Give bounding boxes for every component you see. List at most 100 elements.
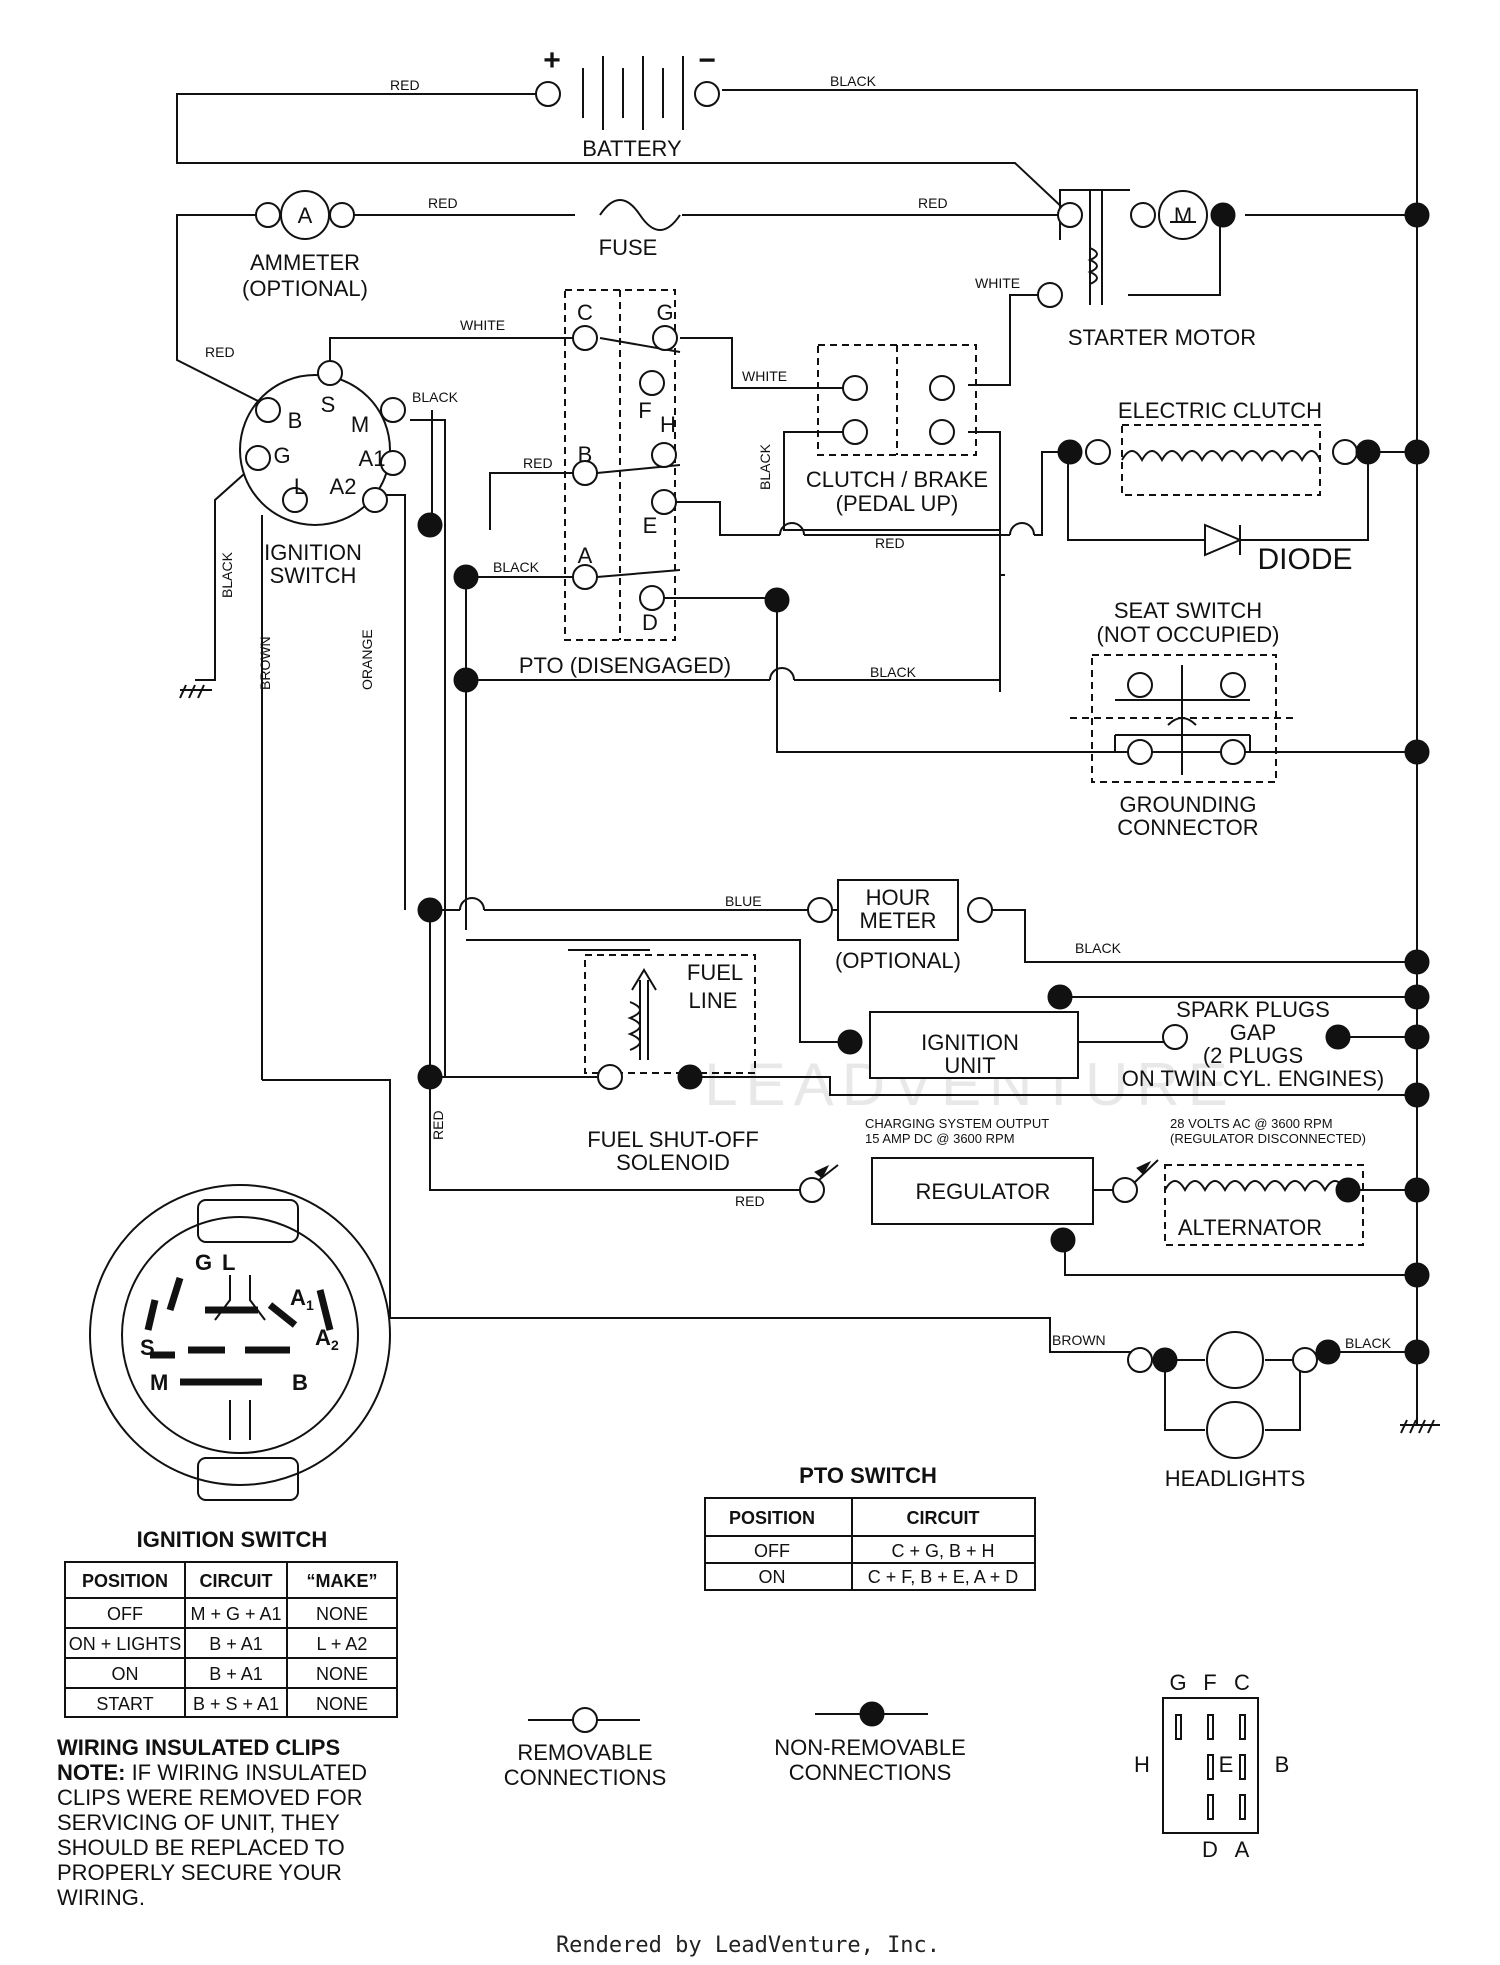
ign-terminal-a2: A2 — [330, 474, 357, 499]
wire-label-white: WHITE — [460, 317, 505, 333]
legend-non-removable: NON-REMOVABLE — [774, 1735, 966, 1760]
footer-credit: Rendered by LeadVenture, Inc. — [556, 1933, 940, 1958]
pto-table-cell: C + F, B + E, A + D — [868, 1567, 1019, 1587]
charging-output-label: 15 AMP DC @ 3600 RPM — [865, 1131, 1015, 1146]
ammeter-optional-label: (OPTIONAL) — [242, 276, 368, 301]
fuel-line-label: LINE — [689, 988, 738, 1013]
ign-terminal-g: G — [273, 443, 290, 468]
ignition-table-cell: L + A2 — [317, 1634, 368, 1654]
ignition-table-cell: NONE — [316, 1694, 368, 1714]
ignition-table-header: “MAKE” — [307, 1571, 378, 1591]
battery-minus-sign: − — [698, 44, 716, 77]
wire-label-black: BLACK — [412, 389, 459, 405]
charging-output-label: CHARGING SYSTEM OUTPUT — [865, 1116, 1049, 1131]
wire-label-red: RED — [428, 195, 458, 211]
wires — [176, 89, 1440, 1434]
wire-label-red: RED — [523, 455, 553, 471]
ignition-table-cell: NONE — [316, 1664, 368, 1684]
fuse-label: FUSE — [599, 235, 658, 260]
grounding-label: GROUNDING — [1120, 792, 1257, 817]
diode-label: DIODE — [1257, 543, 1352, 576]
pto-terminal-c: C — [577, 300, 593, 325]
ignition-table-cell: OFF — [107, 1604, 143, 1624]
regulator-label: REGULATOR — [916, 1179, 1051, 1204]
wire-label-white: WHITE — [975, 275, 1020, 291]
alternator-label: ALTERNATOR — [1178, 1215, 1322, 1240]
legend-removable: CONNECTIONS — [504, 1765, 667, 1790]
wire-label-red: RED — [390, 77, 420, 93]
non-removable-connection-symbol — [859, 1701, 885, 1727]
wire-color-labels: RED BLACK RED RED WHITE RED WHITE BLACK … — [205, 73, 1392, 1351]
pto-face-b: B — [1275, 1752, 1290, 1777]
wire-label-red: RED — [735, 1193, 765, 1209]
face-label-a2: A — [315, 1325, 331, 1350]
note-line-2: CLIPS WERE REMOVED FOR — [57, 1785, 363, 1810]
ign-terminal-a1: A1 — [359, 446, 386, 471]
clutch-brake-label: CLUTCH / BRAKE — [806, 467, 988, 492]
ignition-table-title: IGNITION SWITCH — [137, 1527, 328, 1552]
face-label-g: G — [195, 1250, 212, 1275]
connection-legend: REMOVABLE CONNECTIONS NON-REMOVABLE CONN… — [504, 1701, 966, 1790]
pto-table-cell: OFF — [754, 1541, 790, 1561]
face-label-s: S — [140, 1335, 155, 1360]
ignition-table-cell: START — [96, 1694, 153, 1714]
hour-meter-label: METER — [860, 908, 937, 933]
face-label-a2-sub: 2 — [331, 1337, 339, 1353]
spark-plugs-label: GAP — [1230, 1020, 1276, 1045]
ignition-table-cell: B + A1 — [209, 1664, 263, 1684]
pto-table-header: POSITION — [729, 1508, 815, 1528]
wire-label-red: RED — [205, 344, 235, 360]
ignition-table-cell: NONE — [316, 1604, 368, 1624]
ignition-table-cell: ON — [112, 1664, 139, 1684]
legend-non-removable: CONNECTIONS — [789, 1760, 952, 1785]
pto-face-e: E — [1219, 1752, 1234, 1777]
note-line-4: SHOULD BE REPLACED TO — [57, 1835, 345, 1860]
pto-terminal-h: H — [660, 412, 676, 437]
connector-label: CONNECTOR — [1117, 815, 1258, 840]
wire-label-black: BLACK — [1075, 940, 1122, 956]
note-heading: WIRING INSULATED CLIPS — [57, 1735, 340, 1760]
ign-terminal-l: L — [294, 474, 306, 499]
pto-terminal-e: E — [643, 513, 658, 538]
alternator-spec-label: 28 VOLTS AC @ 3600 RPM — [1170, 1116, 1333, 1131]
ignition-table-cell: B + A1 — [209, 1634, 263, 1654]
ignition-table-cell: M + G + A1 — [190, 1604, 281, 1624]
battery-label: BATTERY — [582, 136, 682, 161]
pto-table-cell: ON — [759, 1567, 786, 1587]
fuel-line-label: FUEL — [687, 960, 743, 985]
wire-label-white: WHITE — [742, 368, 787, 384]
wire-label-black: BLACK — [830, 73, 877, 89]
pto-face-d: D — [1202, 1837, 1218, 1862]
note-line-6: WIRING. — [57, 1885, 145, 1910]
pto-face-c: C — [1234, 1670, 1250, 1695]
component-shapes — [239, 56, 1364, 1459]
legend-removable: REMOVABLE — [517, 1740, 652, 1765]
pto-table-header: CIRCUIT — [907, 1508, 980, 1528]
face-label-a1: A — [290, 1285, 306, 1310]
ignition-switch-face: G L A 1 A 2 S M B — [89, 1184, 391, 1501]
spark-plugs-label: SPARK PLUGS — [1176, 997, 1330, 1022]
ign-terminal-b: B — [288, 408, 303, 433]
note-line-1: NOTE: IF WIRING INSULATED — [57, 1760, 367, 1785]
ignition-switch-table: IGNITION SWITCH POSITION CIRCUIT “MAKE” … — [64, 1527, 398, 1718]
face-label-m: M — [150, 1370, 168, 1395]
wire-label-red: RED — [918, 195, 948, 211]
ignition-unit-label: UNIT — [944, 1053, 995, 1078]
non-removable-connectors — [417, 202, 1430, 1373]
pedal-up-label: (PEDAL UP) — [836, 491, 959, 516]
headlights-label: HEADLIGHTS — [1165, 1466, 1306, 1491]
wire-label-black: BLACK — [870, 664, 917, 680]
pto-terminal-d: D — [642, 610, 658, 635]
face-label-b: B — [292, 1370, 308, 1395]
wire-label-red: RED — [875, 535, 905, 551]
wiring-note: WIRING INSULATED CLIPS NOTE: IF WIRING I… — [57, 1735, 367, 1910]
alternator-spec-label: (REGULATOR DISCONNECTED) — [1170, 1131, 1366, 1146]
ignition-table-header: POSITION — [82, 1571, 168, 1591]
starter-motor-label: STARTER MOTOR — [1068, 325, 1256, 350]
wire-label-blue: BLUE — [725, 893, 762, 909]
pto-switch-face: G F C H E B D A — [1134, 1670, 1289, 1862]
hour-meter-label: HOUR — [866, 885, 931, 910]
note-line-3: SERVICING OF UNIT, THEY — [57, 1810, 340, 1835]
ign-terminal-m: M — [351, 412, 369, 437]
